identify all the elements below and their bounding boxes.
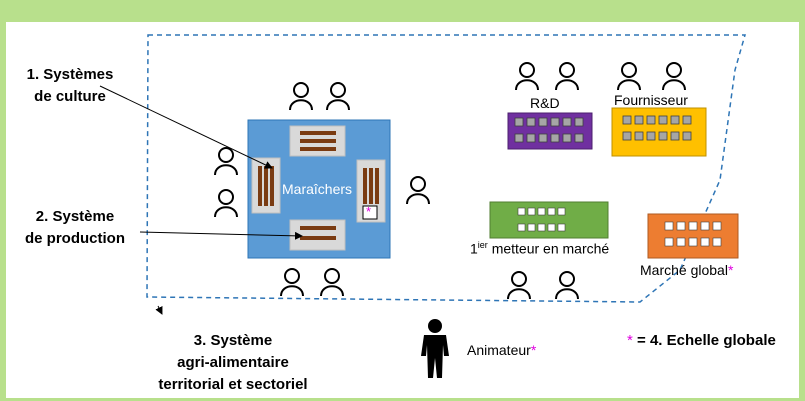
person-icon [214,147,238,176]
diagram-panel [6,22,799,398]
first-seller-label: 1ier metteur en marché [470,240,610,257]
rnd-label: R&D [530,95,560,111]
crop-plot-right [356,159,386,223]
person-icon [617,62,641,91]
label-cultivation-systems: 1. Systèmes de culture [26,66,114,105]
global-scale-legend: * = 4. Echelle globale [627,332,776,349]
crop-plot-left [251,157,281,214]
farm-label: Maraîchers [282,181,353,197]
person-icon [289,82,313,111]
crop-plot-bottom [289,219,346,251]
person-icon [515,62,539,91]
farm-asterisk: * [366,204,372,219]
crop-plot-top [289,125,346,157]
first-seller-building [489,201,609,239]
facilitator-icon [421,319,449,378]
person-icon [555,271,579,300]
person-icon [320,268,344,297]
supplier-label: Fournisseur [614,92,688,108]
person-icon [507,271,531,300]
label-agrifood-system: 3. Système agri-alimentaire territorial … [158,332,308,393]
arrow-production [139,231,303,240]
arrow-cultivation [99,85,273,169]
facilitator-label: Animateur* [467,342,537,358]
person-icon [662,62,686,91]
person-icon [280,268,304,297]
global-market-building [647,213,739,259]
global-market-label: Marché global* [640,262,734,278]
person-icon [214,189,238,218]
label-production-system: 2. Système de production [25,208,125,247]
person-icon [326,82,350,111]
rnd-building [507,112,593,150]
arrow-territorial [155,305,163,315]
supplier-building [611,107,707,157]
person-icon [406,176,430,205]
person-icon [555,62,579,91]
